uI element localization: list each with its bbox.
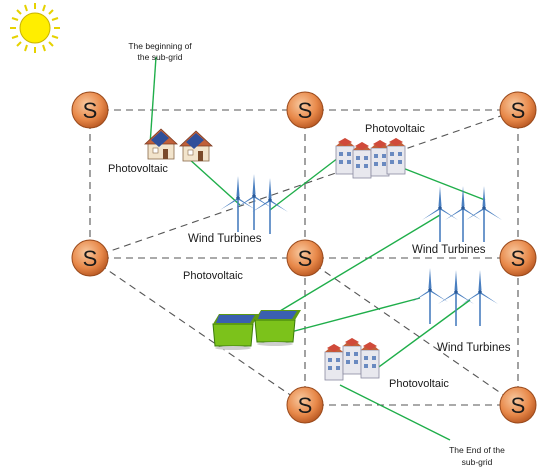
sun-icon	[10, 3, 60, 53]
wind-turbine-icon	[437, 269, 475, 327]
label-photovoltaic-middle: Photovoltaic	[183, 270, 243, 282]
annotation-sub-grid-start: The beginning of the sub-grid	[128, 41, 192, 62]
wind-turbine-icon	[235, 173, 273, 231]
svg-text:S: S	[83, 246, 98, 271]
wind-turbine-icon	[251, 177, 289, 235]
wind-turbine-icon	[461, 269, 499, 327]
label-wind-turbines-right-top: Wind Turbines	[412, 244, 486, 256]
building-icon	[335, 137, 355, 175]
svg-text:S: S	[511, 246, 526, 271]
label-wind-turbines-right-bottom: Wind Turbines	[437, 342, 511, 354]
green-box-icon	[212, 313, 260, 351]
node-s-middle-right: S	[499, 239, 537, 277]
building-icon	[386, 137, 406, 175]
svg-text:S: S	[298, 393, 313, 418]
green-box-icon	[254, 309, 302, 347]
wind-turbine-icon	[421, 185, 459, 243]
wind-turbine-icon	[411, 267, 449, 325]
building-icon	[324, 343, 344, 381]
wind-turbine-icon	[219, 175, 257, 233]
svg-text:The End of the: The End of the	[449, 445, 505, 455]
svg-text:S: S	[83, 98, 98, 123]
node-s-bottom-right: S	[499, 386, 537, 424]
building-icon	[370, 139, 390, 177]
house-icon	[179, 130, 213, 162]
svg-text:S: S	[298, 98, 313, 123]
building-icon	[352, 141, 372, 179]
node-s-bottom-center: S	[286, 386, 324, 424]
svg-text:The beginning of: The beginning of	[128, 41, 192, 51]
node-s-middle-center: S	[286, 239, 324, 277]
label-wind-turbines-left: Wind Turbines	[188, 233, 262, 245]
node-s-top-left: S	[71, 91, 109, 129]
node-s-top-right: S	[499, 91, 537, 129]
svg-text:S: S	[511, 98, 526, 123]
house-icon	[144, 128, 178, 160]
svg-text:the sub-grid: the sub-grid	[138, 52, 183, 62]
svg-text:S: S	[511, 393, 526, 418]
label-photovoltaic-top-left: Photovoltaic	[108, 163, 168, 175]
label-photovoltaic-bottom-right: Photovoltaic	[389, 378, 449, 390]
building-icon	[342, 337, 362, 375]
annotation-sub-grid-end: The End of the sub-grid	[449, 445, 505, 467]
node-s-middle-left: S	[71, 239, 109, 277]
label-photovoltaic-top-right: Photovoltaic	[365, 123, 425, 135]
svg-text:S: S	[298, 246, 313, 271]
building-icon	[360, 341, 380, 379]
node-s-top-center: S	[286, 91, 324, 129]
svg-text:sub-grid: sub-grid	[462, 457, 493, 467]
